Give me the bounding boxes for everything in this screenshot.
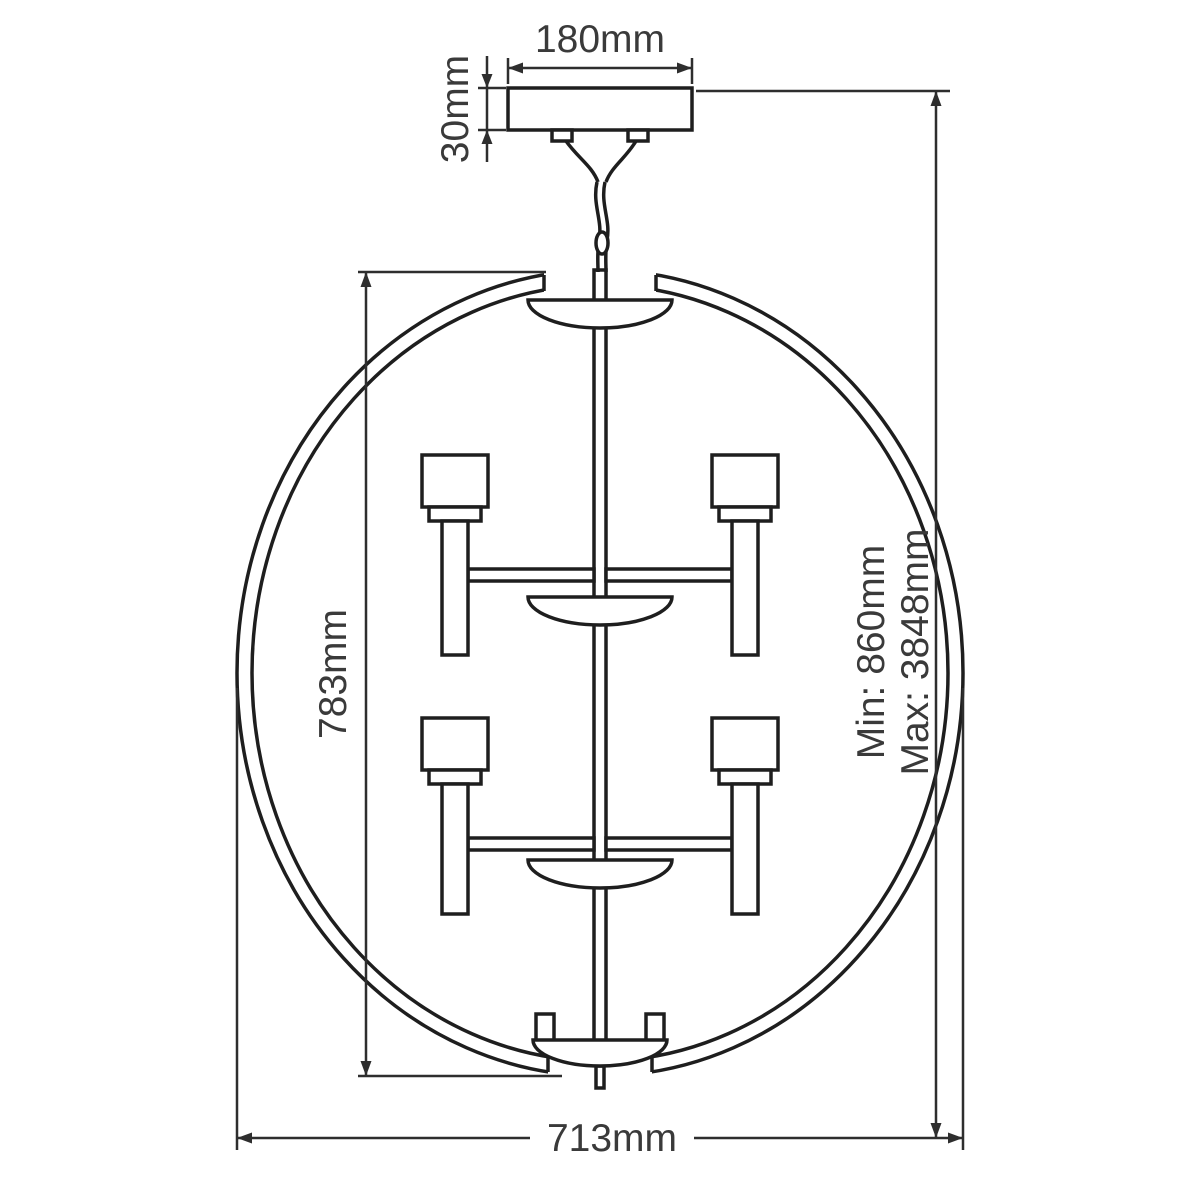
candle-holder [717, 505, 773, 523]
candle-lower-right [710, 716, 780, 916]
candle-shade [710, 453, 780, 509]
dimension-canopy-height: 30mm [434, 55, 506, 163]
cord-drop-left [594, 181, 602, 273]
drop-min-label: Min: 860mm [850, 545, 893, 760]
candle-holder [427, 505, 483, 523]
candle-tube [440, 782, 470, 916]
bobeche-disc-top [526, 298, 674, 330]
candle-upper-right [710, 453, 780, 657]
arrow-left [237, 1132, 252, 1144]
candle-upper-left [420, 453, 490, 657]
candle-holder [427, 768, 483, 786]
arrow-left [508, 62, 523, 74]
bobeche-disc-middle [526, 595, 674, 627]
arm-upper-left [466, 567, 596, 583]
candle-arms [466, 567, 734, 852]
arm-lower-left [466, 836, 596, 852]
canopy-height-label: 30mm [434, 55, 477, 163]
suspension-cord [564, 139, 638, 273]
center-stem [592, 268, 608, 1044]
arrow-right [677, 62, 692, 74]
candle-holder [717, 768, 773, 786]
arrow-down [930, 1123, 942, 1138]
canopy-width-label: 180mm [535, 18, 665, 61]
arm-upper-right [604, 567, 734, 583]
arrow-down [360, 1061, 372, 1076]
canopy-plate [506, 86, 694, 132]
arrow-down [481, 130, 493, 144]
candle-lower-left [420, 716, 490, 916]
canopy-nub-right [626, 128, 650, 143]
ceiling-canopy [506, 86, 694, 143]
cord-strand-right [604, 140, 638, 183]
arrow-up [360, 272, 372, 287]
dimension-fixture-height: 783mm [312, 270, 562, 1078]
arm-lower-right [604, 836, 734, 852]
dimension-fixture-width: 713mm [235, 688, 965, 1162]
arrow-right [948, 1132, 963, 1144]
bobeche-disc-bottom [531, 1038, 669, 1068]
candle-tube [440, 519, 470, 657]
candle-tube [730, 782, 760, 916]
dimension-drop-range: Min: 860mm Max: 3848mm [696, 89, 950, 1138]
dimension-canopy-width: 180mm [506, 18, 694, 84]
cord-drop-right [602, 181, 610, 273]
stem-finial-tip [594, 1064, 606, 1090]
cord-strand-left [564, 139, 600, 183]
label-backplate [530, 1114, 694, 1162]
candle-shade [420, 716, 490, 772]
bobeche-discs [526, 298, 674, 1068]
canopy-nub-left [550, 128, 574, 143]
candle-tube [730, 519, 760, 657]
candle-shade [420, 453, 490, 509]
drop-max-label: Max: 3848mm [894, 528, 937, 775]
arrow-up [930, 91, 942, 106]
fixture-width-label: 713mm [547, 1117, 677, 1160]
cord-knot [594, 230, 610, 256]
candle-shade [710, 716, 780, 772]
fixture-height-label: 783mm [312, 609, 355, 739]
arrow-up [481, 74, 493, 88]
bobeche-disc-lower [526, 858, 674, 890]
